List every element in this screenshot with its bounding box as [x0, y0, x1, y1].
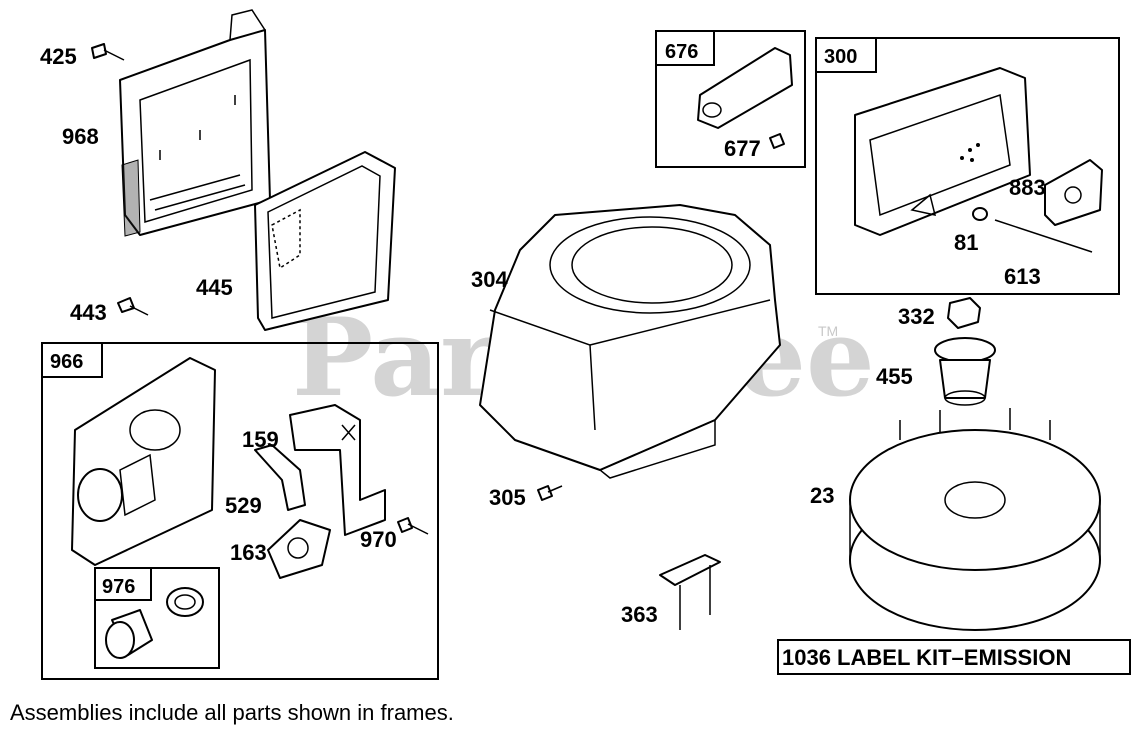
part-label-363: 363	[621, 602, 658, 627]
frame-300-label: 300	[824, 46, 857, 68]
part-label-332: 332	[898, 304, 935, 329]
bolt-613-drawing	[972, 207, 1093, 253]
frame-966-label: 966	[50, 351, 83, 373]
heat-shield-drawing	[697, 47, 793, 149]
watermark-trademark: TM	[818, 323, 838, 339]
frame-676-tag	[655, 30, 715, 66]
frame-300-box	[815, 37, 1120, 295]
elbow-529-drawing	[254, 444, 306, 511]
part-label-23: 23	[810, 483, 834, 508]
part-label-613: 613	[1004, 264, 1041, 289]
part-label-159: 159	[242, 427, 279, 452]
part-label-677: 677	[724, 136, 761, 161]
part-label-883: 883	[1009, 175, 1046, 200]
carburetor-body-drawing	[71, 357, 216, 566]
screw-970-drawing	[397, 517, 429, 535]
part-label-305: 305	[489, 485, 526, 510]
frame-976-label: 976	[102, 576, 135, 598]
screw-425-drawing	[91, 43, 125, 61]
part-label-425: 425	[40, 44, 77, 69]
frame-676-box	[655, 30, 806, 168]
part-label-443: 443	[70, 300, 107, 325]
screw-305-drawing	[537, 485, 563, 501]
blower-housing-drawing	[479, 204, 781, 479]
part-label-304: 304	[471, 267, 508, 292]
primer-bulb-drawing	[105, 587, 204, 659]
part-label-970: 970	[360, 527, 397, 552]
frame-966-tag	[41, 342, 103, 378]
air-cleaner-base-drawing	[119, 9, 271, 237]
frame-976-tag	[94, 567, 152, 601]
frame-966-box	[41, 342, 439, 680]
frame-976-box	[94, 567, 220, 669]
label-kit-box	[777, 639, 1131, 675]
gasket-883-drawing	[1044, 159, 1103, 226]
part-label-529: 529	[225, 493, 262, 518]
part-label-455: 455	[876, 364, 913, 389]
part-label-968: 968	[62, 124, 99, 149]
label-kit-text: 1036 LABEL KIT–EMISSION	[782, 645, 1071, 670]
air-filter-drawing	[254, 151, 396, 331]
nut-332-drawing	[947, 297, 981, 329]
screw-443-drawing	[117, 297, 149, 316]
bracket-159-drawing	[289, 404, 386, 536]
starter-cup-drawing	[934, 337, 996, 406]
frame-300-tag	[815, 37, 877, 73]
flywheel-drawing	[849, 408, 1101, 631]
part-label-163: 163	[230, 540, 267, 565]
bracket-363-drawing	[659, 554, 721, 630]
footnote-text: Assemblies include all parts shown in fr…	[10, 700, 454, 725]
part-label-81: 81	[954, 230, 978, 255]
frame-676-label: 676	[665, 41, 698, 63]
part-label-445: 445	[196, 275, 233, 300]
gasket-163-drawing	[267, 519, 331, 579]
muffler-drawing	[854, 67, 1031, 236]
